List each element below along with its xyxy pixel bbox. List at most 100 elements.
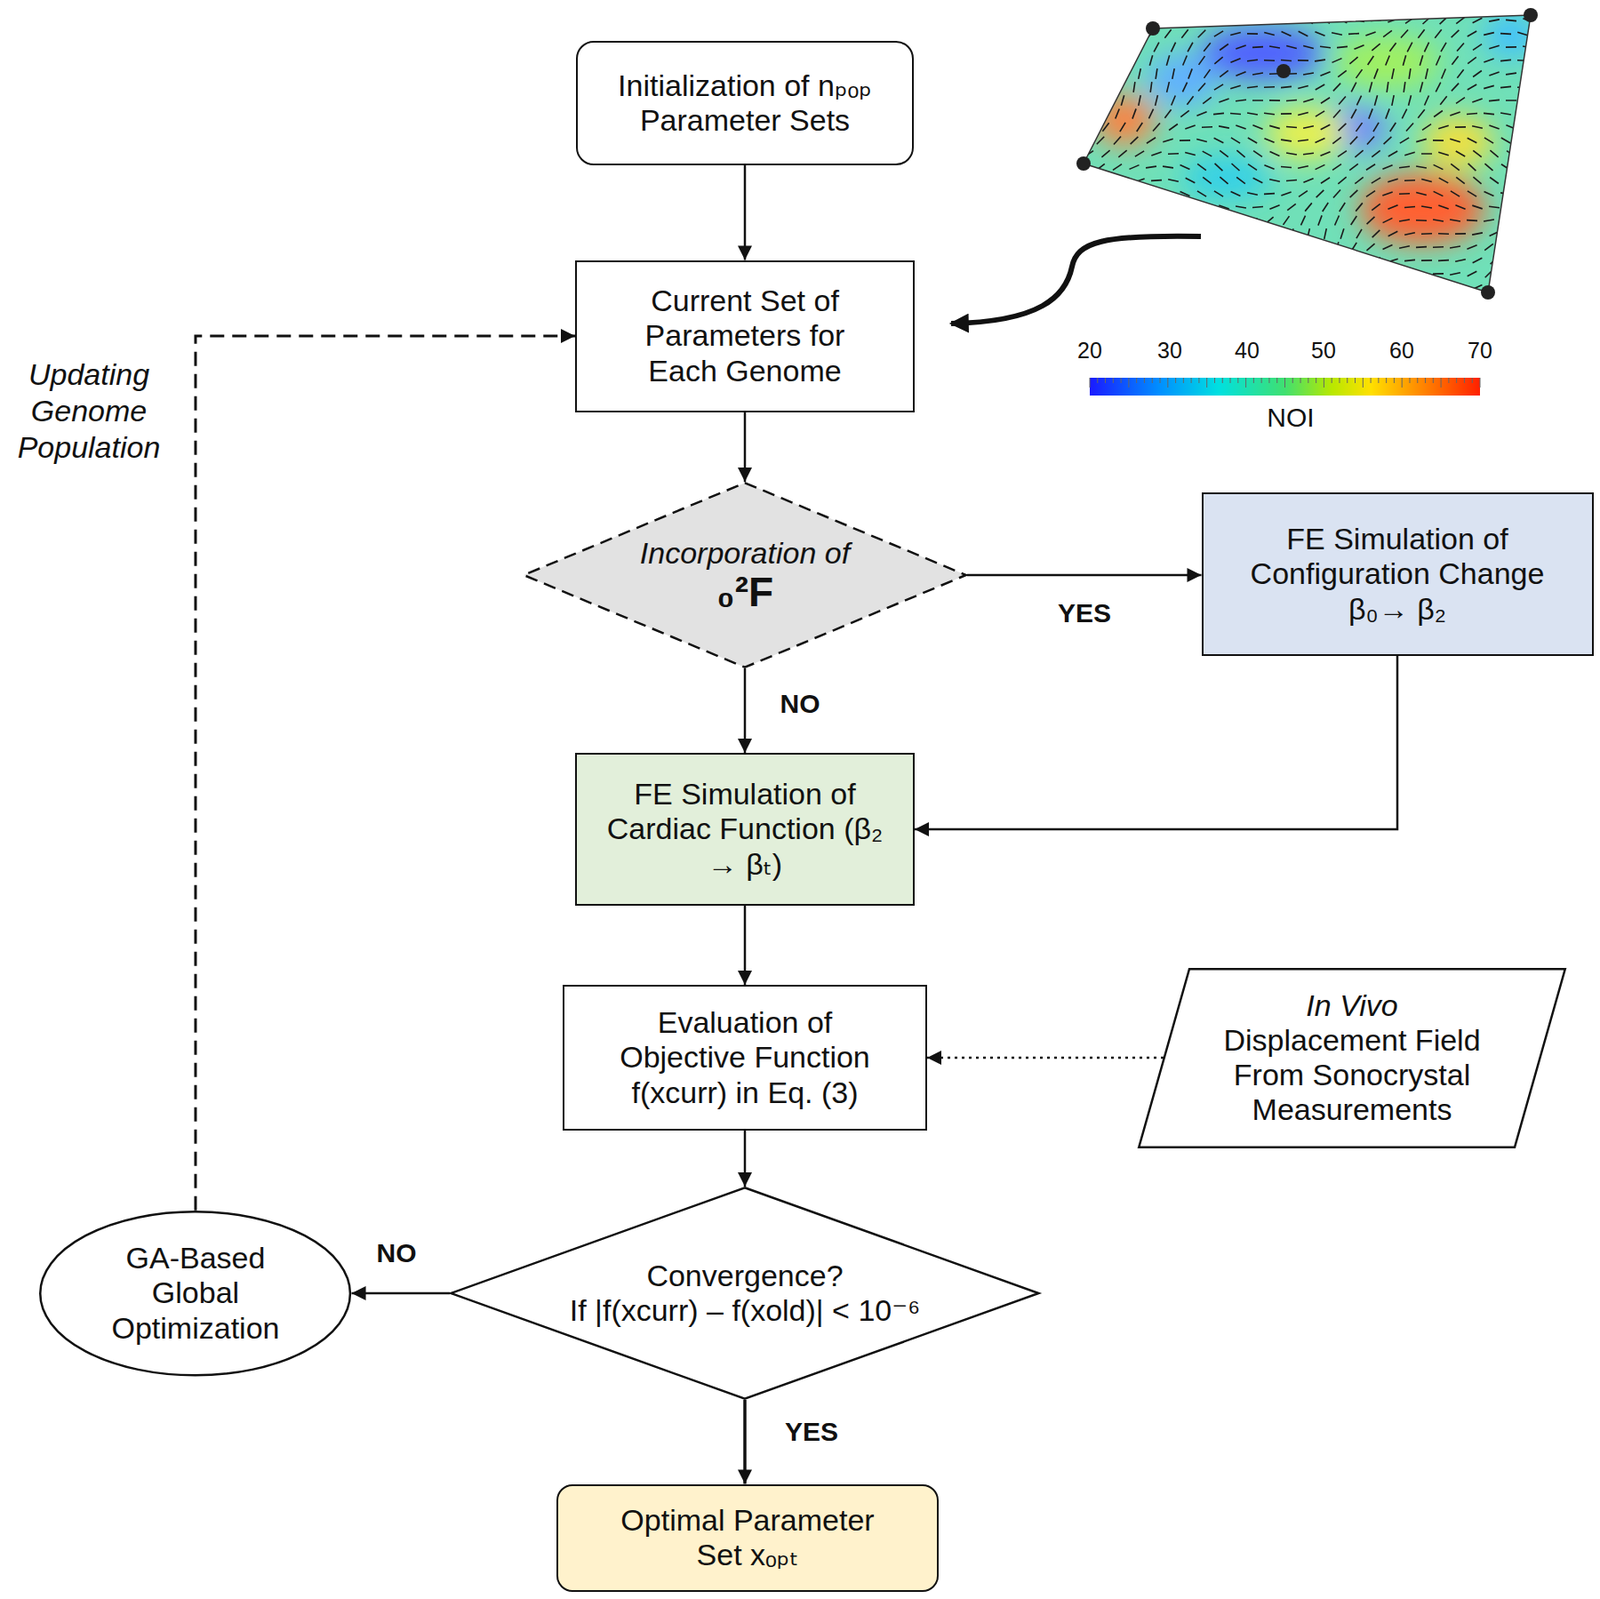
fiber-stroke: [1199, 56, 1206, 65]
colorbar-tick: [1432, 377, 1434, 384]
fiber-stroke: [1214, 84, 1224, 90]
fiber-stroke: [1120, 95, 1124, 106]
fiber-stroke: [1151, 179, 1162, 182]
fiber-stroke: [1061, 59, 1072, 62]
fiber-stroke: [1466, 298, 1477, 303]
fiber-stroke: [1084, 176, 1093, 184]
fiber-stroke: [1451, 30, 1460, 38]
fiber-stroke: [1149, 55, 1152, 66]
fiber-stroke: [1269, 18, 1280, 23]
sonocrystal-dots: [1076, 8, 1538, 300]
fiber-stroke: [1501, 137, 1511, 144]
fiber-stroke: [1067, 177, 1077, 184]
fiber-stroke: [1466, 219, 1478, 222]
fiber-stroke: [1180, 110, 1190, 117]
fiber-stroke: [1128, 298, 1139, 304]
fiber-stroke: [1455, 232, 1466, 235]
fiber-stroke: [1522, 99, 1534, 102]
fiber-stroke: [1197, 163, 1207, 170]
fiber-stroke: [1112, 272, 1122, 276]
fiber-stroke: [1118, 43, 1128, 50]
fiber-stroke: [1201, 259, 1213, 262]
fiber-stroke: [1320, 177, 1330, 184]
fiber-stroke: [1218, 98, 1229, 103]
fiber-stroke: [1162, 219, 1174, 222]
fiber-stroke: [1522, 46, 1534, 48]
fiber-stroke: [1067, 97, 1077, 104]
fiber-stroke: [1303, 98, 1313, 103]
fiber-stroke: [1436, 56, 1441, 66]
fiber-stroke: [1302, 241, 1304, 253]
fiber-stroke: [1472, 126, 1483, 129]
fiber-stroke: [1371, 177, 1381, 184]
fiber-stroke: [1168, 206, 1179, 208]
fiber-stroke: [1333, 83, 1341, 92]
connector: [195, 336, 576, 1211]
fiber-stroke: [1298, 31, 1309, 36]
fiber-stroke: [1419, 81, 1423, 93]
fiber-stroke: [1080, 190, 1088, 199]
colorbar-tick: [1206, 377, 1208, 388]
fiber-stroke: [1097, 109, 1104, 119]
fiber-stroke: [1071, 228, 1073, 240]
fiber-stroke: [1456, 151, 1465, 157]
node-text: Incorporation of₀²F: [640, 536, 850, 614]
fiber-stroke: [1247, 32, 1258, 35]
fiber-stroke: [1253, 230, 1262, 238]
fiber-stroke: [1188, 68, 1192, 79]
fiber-stroke: [1449, 138, 1461, 142]
fiber-stroke: [1374, 68, 1378, 79]
fiber-stroke: [1290, 255, 1293, 266]
fiber-stroke: [1068, 282, 1075, 291]
fiber-stroke: [1236, 176, 1246, 184]
fiber-stroke: [1297, 166, 1309, 168]
fiber-stroke: [1113, 243, 1122, 251]
colorbar-tick: [1144, 377, 1145, 384]
fiber-stroke: [1483, 112, 1495, 114]
fiber-stroke: [1118, 150, 1127, 158]
fiber-stroke: [1349, 56, 1358, 64]
connector: [744, 668, 747, 753]
fiber-stroke: [1186, 16, 1195, 24]
fiber-stroke: [1202, 176, 1212, 184]
fiber-stroke: [1506, 177, 1517, 183]
fiber-stroke: [1135, 151, 1144, 157]
node-label: Initialization of nₚₒₚ Parameter Sets: [611, 68, 879, 138]
fiber-stroke: [1078, 32, 1089, 36]
fiber-stroke: [1231, 137, 1240, 144]
fiber-stroke: [1399, 272, 1410, 275]
fiber-stroke: [1467, 137, 1478, 144]
node-text: Evaluation of Objective Function f(xcurr…: [598, 1005, 892, 1110]
fiber-stroke: [1505, 99, 1517, 102]
fiber-stroke: [1236, 283, 1245, 291]
fiber-stroke: [1235, 72, 1246, 76]
fiber-stroke: [1517, 5, 1528, 9]
fiber-stroke: [1286, 99, 1297, 101]
fiber-stroke: [1280, 86, 1292, 88]
fiber-stroke: [1382, 272, 1393, 274]
fiber-stroke: [1269, 179, 1280, 182]
fiber-stroke: [1406, 123, 1414, 132]
colorbar-tick: [1276, 377, 1278, 384]
fiber-stroke: [1384, 136, 1392, 144]
colorbar-tick: [1338, 377, 1340, 384]
fiber-stroke: [1404, 179, 1416, 182]
fiber-stroke: [1501, 164, 1511, 171]
fiber-stroke: [1303, 72, 1314, 75]
fiber-stroke: [1288, 282, 1294, 293]
fiber-stroke: [1348, 32, 1360, 35]
node-label: FE Simulation of Cardiac Function (β₂ → …: [602, 776, 888, 881]
diamond-shape: [450, 1187, 1039, 1400]
fiber-stroke: [1264, 112, 1275, 115]
fiber-stroke: [1432, 299, 1444, 302]
colorbar-tick: [1456, 377, 1457, 384]
node-text: Convergence?If |f(xcurr) – f(xold)| < 10…: [569, 1258, 920, 1328]
fiber-stroke: [1315, 84, 1325, 90]
fiber-stroke: [1247, 86, 1258, 88]
fiber-stroke: [1351, 216, 1358, 225]
fiber-stroke: [1087, 228, 1091, 239]
fiber-stroke: [1298, 3, 1307, 11]
colorbar-tick: [1408, 377, 1410, 384]
colorbar-tick: [1385, 377, 1387, 384]
fiber-stroke: [1215, 163, 1224, 171]
